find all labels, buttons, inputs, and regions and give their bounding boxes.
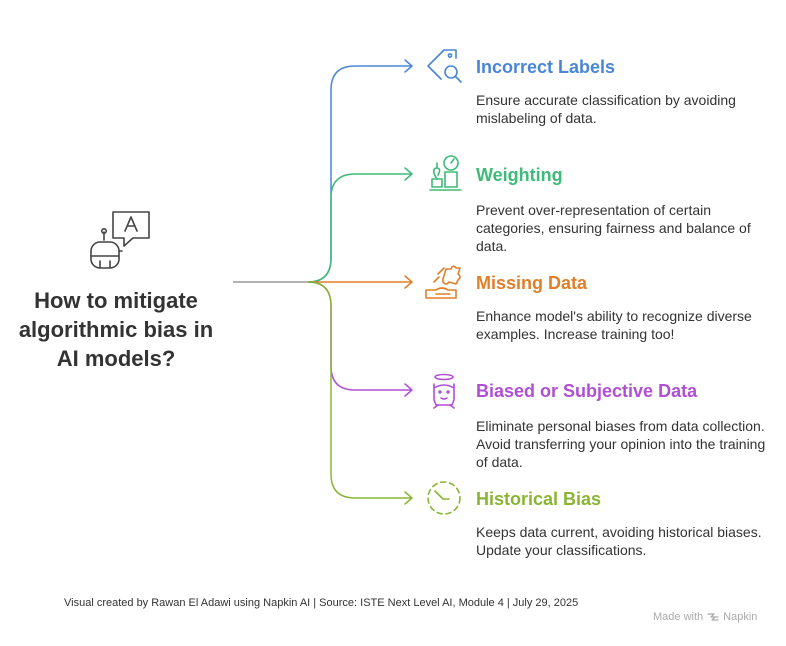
clock-icon (427, 481, 461, 515)
item-title-incorrect-labels: Incorrect Labels (476, 57, 616, 77)
branch-historical-bias (307, 281, 412, 499)
hand-puzzle-icon (425, 265, 461, 299)
item-title-missing-data: Missing Data (476, 273, 588, 293)
person-halo-icon (433, 373, 455, 409)
diagram-title: How to mitigate algorithmic bias in AI m… (18, 288, 214, 371)
watermark-label: Made with (653, 611, 704, 623)
item-title-weighting: Weighting (476, 165, 563, 185)
arrowhead-historical-bias (404, 491, 413, 505)
napkin-logo-icon (707, 613, 719, 621)
item-title-biased-data: Biased or Subjective Data (476, 381, 698, 401)
item-desc-biased-data: Eliminate personal biases from data coll… (476, 418, 766, 470)
credit-line: Visual created by Rawan El Adawi using N… (64, 597, 579, 609)
item-desc-weighting: Prevent over-representation of certain c… (476, 202, 751, 254)
item-desc-incorrect-labels: Ensure accurate classification by avoidi… (476, 92, 736, 126)
branch-weighting (307, 173, 412, 283)
item-desc-historical-bias: Keeps data current, avoiding historical … (476, 524, 762, 558)
robot-chat-icon (90, 211, 150, 269)
arrowhead-missing-data (404, 275, 413, 289)
tag-search-icon (427, 49, 462, 83)
watermark-brand: Napkin (723, 611, 758, 623)
arrowhead-incorrect-labels (404, 59, 413, 73)
item-desc-missing-data: Enhance model's ability to recognize div… (476, 308, 752, 342)
item-title-historical-bias: Historical Bias (476, 489, 602, 509)
branch-biased-data (307, 281, 412, 391)
scale-icon (429, 155, 462, 191)
arrowhead-biased-data (404, 383, 413, 397)
arrowhead-weighting (404, 167, 413, 181)
made-with-napkin[interactable]: Made with Napkin (653, 611, 757, 623)
